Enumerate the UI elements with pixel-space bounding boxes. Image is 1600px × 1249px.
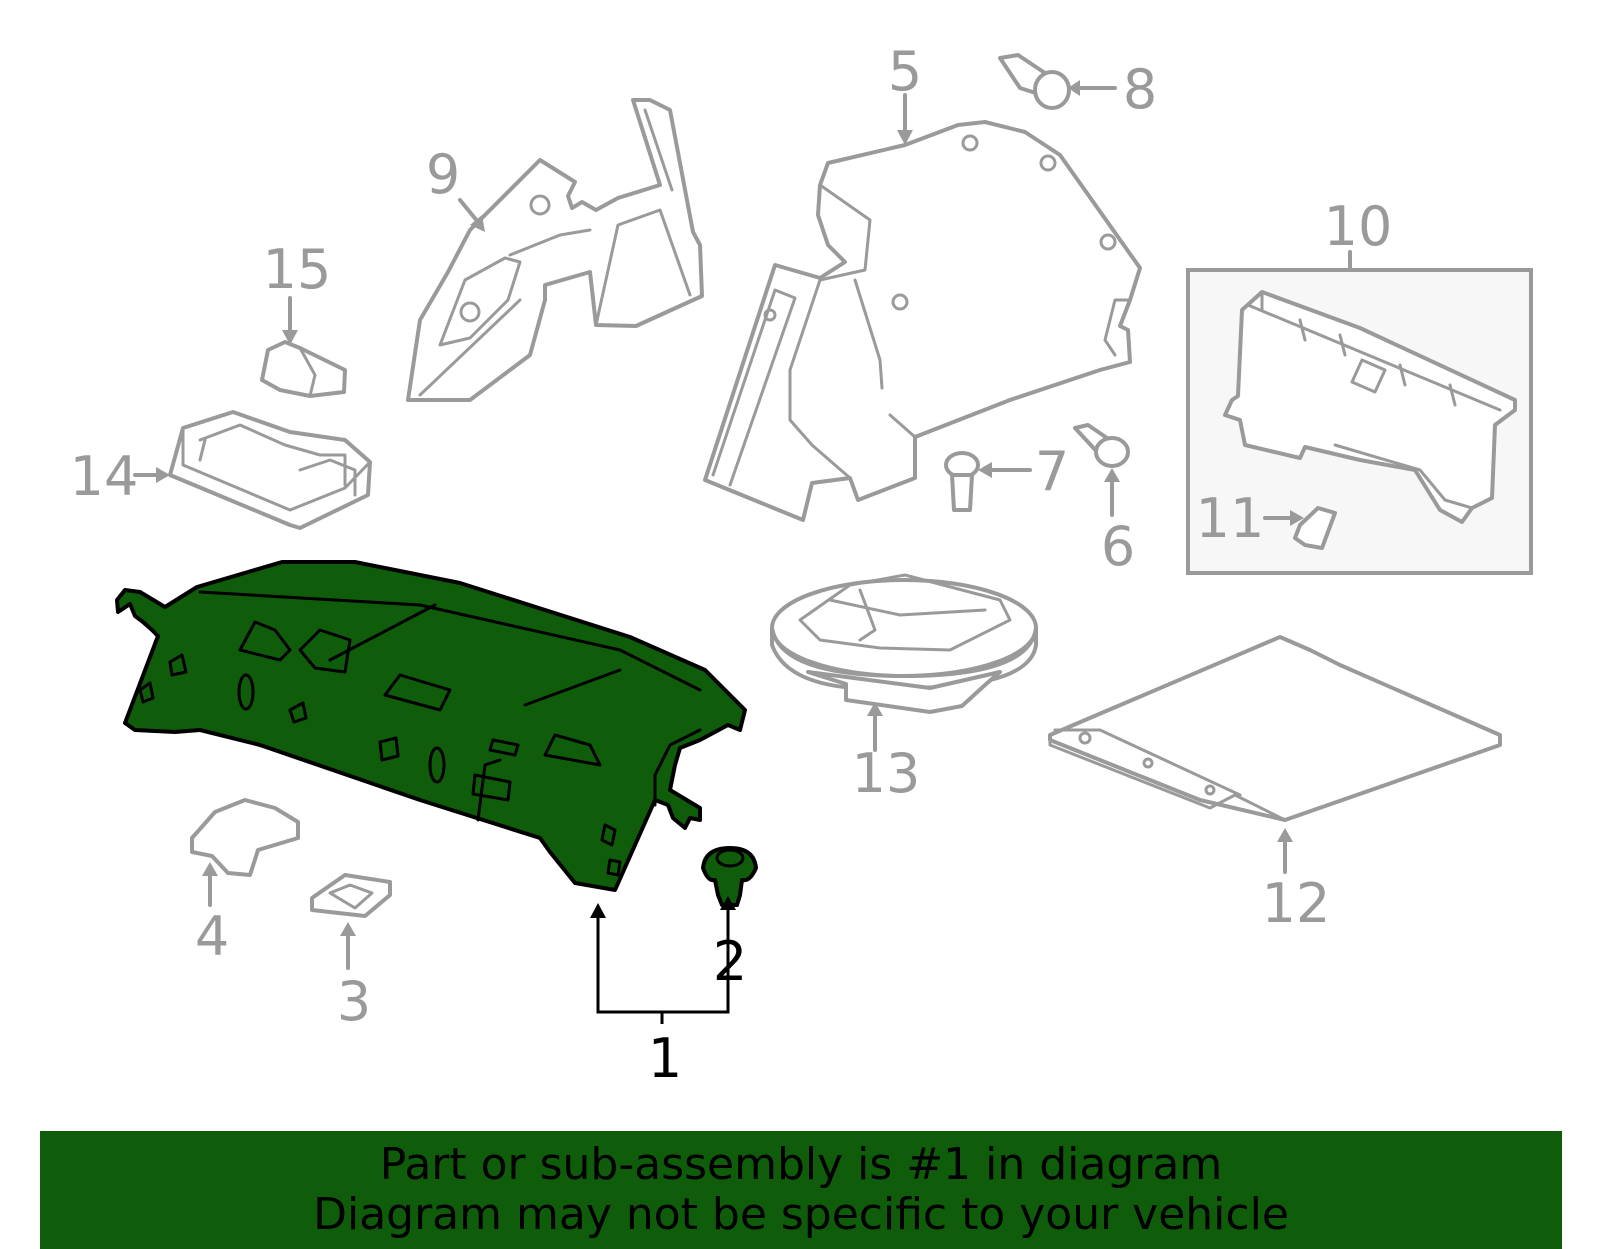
callout-15: 15 xyxy=(263,238,332,301)
part-15-cap xyxy=(260,340,347,398)
part-1-rear-shelf xyxy=(115,560,747,892)
part-6-screw xyxy=(1073,423,1130,468)
banner-line-2: Diagram may not be specific to your vehi… xyxy=(313,1189,1289,1240)
callout-5: 5 xyxy=(888,40,922,103)
callout-numbers: 5 8 9 15 10 14 7 6 11 13 12 4 3 2 1 xyxy=(70,40,1393,1090)
part-14-lamp-housing xyxy=(168,410,372,530)
part-13-spare-cover xyxy=(770,573,1038,714)
part-12-floor-board xyxy=(1048,635,1502,822)
callout-2: 2 xyxy=(713,930,747,993)
callout-4: 4 xyxy=(195,905,229,968)
callout-14: 14 xyxy=(70,445,139,508)
callout-3: 3 xyxy=(337,970,371,1033)
callout-12: 12 xyxy=(1262,872,1331,935)
part-7-bolt xyxy=(944,451,980,512)
part-8-clip xyxy=(998,53,1071,110)
callout-13: 13 xyxy=(852,742,921,805)
callout-7: 7 xyxy=(1035,440,1069,503)
callout-10: 10 xyxy=(1324,195,1393,258)
callout-8: 8 xyxy=(1123,58,1157,121)
part-10-trunk-trim xyxy=(1223,290,1517,524)
part-9-bracket xyxy=(406,98,704,402)
info-banner-bg xyxy=(40,1131,1562,1249)
callout-11: 11 xyxy=(1196,487,1265,550)
callout-6: 6 xyxy=(1101,515,1135,578)
banner-line-1: Part or sub-assembly is #1 in diagram xyxy=(379,1139,1223,1190)
part-11-clip xyxy=(1293,506,1337,550)
leader-lines xyxy=(133,80,1352,1024)
part-5-side-trim xyxy=(703,120,1142,522)
callout-1: 1 xyxy=(648,1027,682,1090)
part-2-clip xyxy=(701,846,758,907)
inset-box-10-11 xyxy=(1186,268,1533,575)
info-banner: Part or sub-assembly is #1 in diagram Di… xyxy=(40,1131,1562,1249)
part-3-clip xyxy=(310,873,392,918)
part-4-cover xyxy=(190,798,300,877)
callout-9: 9 xyxy=(426,143,460,206)
